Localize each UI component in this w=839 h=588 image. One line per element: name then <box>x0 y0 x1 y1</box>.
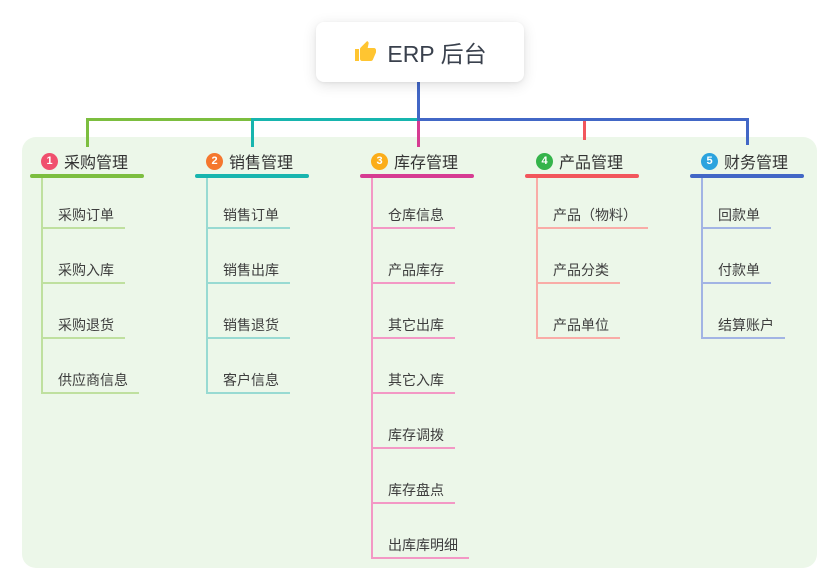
branch-children: 采购订单采购入库采购退货供应商信息 <box>41 178 144 394</box>
child-node[interactable]: 出库库明细 <box>373 538 469 559</box>
branch-children: 产品（物料） 产品分类产品单位 <box>536 178 648 339</box>
root-node[interactable]: ERP 后台 <box>316 22 524 82</box>
root-connector <box>416 82 420 121</box>
child-row: 仓库信息 <box>373 178 474 229</box>
child-row: 回款单 <box>703 178 804 229</box>
mindmap-background-panel <box>22 137 817 568</box>
branch-number-badge: 2 <box>206 152 223 170</box>
child-row: 采购退货 <box>43 284 144 339</box>
child-node[interactable]: 客户信息 <box>208 373 290 394</box>
child-node[interactable]: 其它入库 <box>373 373 455 394</box>
branch-underline <box>690 174 804 178</box>
branch-title-label: 销售管理 <box>229 155 294 172</box>
child-row: 产品（物料） <box>538 178 648 229</box>
child-node[interactable]: 付款单 <box>703 263 771 284</box>
child-node[interactable]: 产品分类 <box>538 263 620 284</box>
child-node[interactable]: 销售订单 <box>208 208 290 229</box>
connector-drop <box>250 118 254 147</box>
branch-title[interactable]: 3 库存管理 <box>360 148 474 174</box>
child-node[interactable]: 供应商信息 <box>43 373 139 394</box>
child-row: 销售退货 <box>208 284 309 339</box>
child-node[interactable]: 产品库存 <box>373 263 455 284</box>
child-node[interactable]: 结算账户 <box>703 318 785 339</box>
thumbs-up-icon <box>353 40 377 64</box>
connector-drop <box>416 121 420 147</box>
branch-number-badge: 3 <box>371 152 388 170</box>
child-node[interactable]: 采购退货 <box>43 318 125 339</box>
connector-drop <box>85 118 89 147</box>
child-row: 采购入库 <box>43 229 144 284</box>
branch-title[interactable]: 2 销售管理 <box>195 148 309 174</box>
child-row: 供应商信息 <box>43 339 144 394</box>
child-row: 产品分类 <box>538 229 648 284</box>
child-node[interactable]: 销售退货 <box>208 318 290 339</box>
root-title: ERP 后台 <box>387 41 487 67</box>
child-node[interactable]: 回款单 <box>703 208 771 229</box>
child-row: 库存盘点 <box>373 449 474 504</box>
child-row: 产品库存 <box>373 229 474 284</box>
connector-bus-segment <box>417 118 749 121</box>
branch-children: 回款单付款单结算账户 <box>701 178 804 339</box>
child-node[interactable]: 产品单位 <box>538 318 620 339</box>
child-row: 结算账户 <box>703 284 804 339</box>
branch-number-badge: 5 <box>701 152 718 170</box>
child-node[interactable]: 销售出库 <box>208 263 290 284</box>
branch-children: 仓库信息产品库存其它出库其它入库库存调拨库存盘点出库库明细 <box>371 178 474 559</box>
branch: 3 库存管理 仓库信息产品库存其它出库其它入库库存调拨库存盘点出库库明细 <box>360 148 474 559</box>
child-node[interactable]: 库存调拨 <box>373 428 455 449</box>
branch-title[interactable]: 1 采购管理 <box>30 148 144 174</box>
connector-bus-segment <box>253 118 418 121</box>
branch-underline <box>30 174 144 178</box>
child-row: 付款单 <box>703 229 804 284</box>
branch-number-badge: 4 <box>536 152 553 170</box>
child-row: 客户信息 <box>208 339 309 394</box>
child-row: 销售出库 <box>208 229 309 284</box>
child-row: 库存调拨 <box>373 394 474 449</box>
branch-number-badge: 1 <box>41 152 58 170</box>
connector-drop <box>745 121 749 145</box>
child-row: 其它入库 <box>373 339 474 394</box>
connector-bus-segment <box>86 118 253 121</box>
child-node[interactable]: 仓库信息 <box>373 208 455 229</box>
branch-underline <box>360 174 474 178</box>
branch-title[interactable]: 4 产品管理 <box>525 148 648 174</box>
child-node[interactable]: 其它出库 <box>373 318 455 339</box>
branch-children: 销售订单销售出库销售退货客户信息 <box>206 178 309 394</box>
branch: 2 销售管理 销售订单销售出库销售退货客户信息 <box>195 148 309 394</box>
branch-title-label: 财务管理 <box>724 155 789 172</box>
child-node[interactable]: 库存盘点 <box>373 483 455 504</box>
child-node[interactable]: 采购订单 <box>43 208 125 229</box>
branch-title[interactable]: 5 财务管理 <box>690 148 804 174</box>
child-row: 产品单位 <box>538 284 648 339</box>
branch: 4 产品管理 产品（物料） 产品分类产品单位 <box>525 148 648 339</box>
branch: 5 财务管理 回款单付款单结算账户 <box>690 148 804 339</box>
child-row: 采购订单 <box>43 178 144 229</box>
connector-drop <box>582 121 586 140</box>
child-node[interactable]: 采购入库 <box>43 263 125 284</box>
child-row: 出库库明细 <box>373 504 474 559</box>
child-node[interactable]: 产品（物料） <box>538 208 648 229</box>
branch-underline <box>525 174 639 178</box>
branch-title-label: 产品管理 <box>559 155 624 172</box>
branch: 1 采购管理 采购订单采购入库采购退货供应商信息 <box>30 148 144 394</box>
child-row: 其它出库 <box>373 284 474 339</box>
branch-underline <box>195 174 309 178</box>
branch-title-label: 库存管理 <box>394 155 459 172</box>
child-row: 销售订单 <box>208 178 309 229</box>
branch-title-label: 采购管理 <box>64 155 129 172</box>
